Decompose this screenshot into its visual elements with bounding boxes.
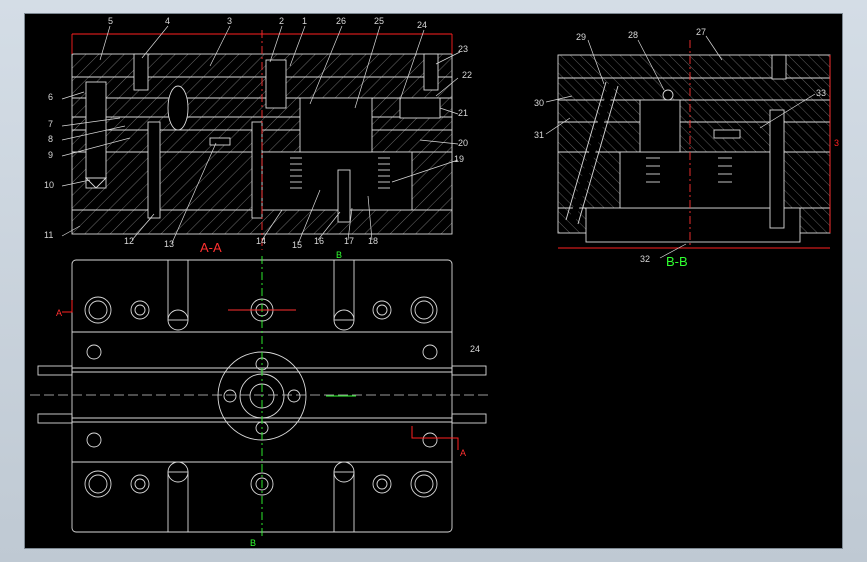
section-title-aa: A-A: [200, 240, 222, 255]
screw-head-right: [423, 53, 439, 91]
part-labels-aa: 6 7 8 9 10 11 5 4 3 2 1 26 25 24 23 22 2…: [44, 16, 472, 250]
bb-screw-head: [771, 54, 787, 80]
cut-label-a-right: A: [460, 448, 466, 458]
part-label: 19: [454, 154, 464, 164]
part-label: 23: [458, 44, 468, 54]
return-pin: [251, 121, 263, 219]
screw: [147, 121, 161, 219]
cam-part: [167, 85, 189, 131]
part-label: 3: [227, 16, 232, 26]
plan-side-label: 24: [470, 344, 480, 354]
part-label: 29: [576, 32, 586, 42]
slot: [167, 471, 189, 533]
bb-base-cavity: [585, 207, 801, 243]
ejector-pin: [337, 169, 351, 223]
section-aa-view: [71, 30, 453, 250]
section-bb-view: [557, 40, 831, 249]
part-label: 2: [279, 16, 284, 26]
slot: [333, 259, 355, 321]
part-label: 30: [534, 98, 544, 108]
part-label: 7: [48, 119, 53, 129]
dim-marker: 3: [834, 138, 839, 148]
cut-markers: [62, 300, 459, 450]
part-label: 6: [48, 92, 53, 102]
slot-cavity: [399, 97, 441, 119]
part-label: 31: [534, 130, 544, 140]
part-label: 10: [44, 180, 54, 190]
part-label: 28: [628, 30, 638, 40]
screw-head: [133, 53, 149, 91]
part-label: 12: [124, 236, 134, 246]
slot: [333, 471, 355, 533]
cut-label-b-top: B: [336, 250, 342, 260]
spring-left: [290, 157, 302, 189]
part-label: 11: [44, 230, 53, 240]
part-label: 25: [374, 16, 384, 26]
part-label: 15: [292, 240, 302, 250]
bb-ejector-cavity: [619, 151, 781, 209]
part-label: 14: [256, 236, 266, 246]
guide-pin: [85, 81, 107, 189]
part-label: 4: [165, 16, 170, 26]
part-label: 32: [640, 254, 650, 264]
part-label: 27: [696, 27, 706, 37]
part-label: 13: [164, 239, 174, 249]
part-label: 24: [417, 20, 427, 30]
leader-lines-aa: [61, 25, 461, 245]
leader-lines-bb: [545, 35, 816, 259]
slot: [167, 259, 189, 321]
part-label: 1: [302, 16, 307, 26]
part-label: 17: [344, 236, 354, 246]
part-label: 5: [108, 16, 113, 26]
key: [209, 137, 231, 146]
cut-label-a-left: A: [56, 308, 62, 318]
part-label: 21: [458, 108, 468, 118]
part-label: 18: [368, 236, 378, 246]
bb-key: [713, 129, 741, 139]
bb-springs: [646, 157, 732, 183]
part-label: 16: [314, 236, 324, 246]
cut-label-b-bottom: B: [250, 538, 256, 548]
cooling-fittings: [37, 365, 487, 424]
part-label: 9: [48, 150, 53, 160]
part-label: 22: [462, 70, 472, 80]
ejector-cavity: [261, 151, 413, 211]
part-label: 20: [458, 138, 468, 148]
section-title-bb: B-B: [666, 254, 688, 269]
part-label: 26: [336, 16, 346, 26]
part-label: 33: [816, 88, 826, 98]
spring-right: [378, 157, 390, 189]
part-label: 8: [48, 134, 53, 144]
bb-pin: [769, 109, 785, 229]
mold-cavity: [299, 97, 373, 153]
part-labels-bb: 29 28 27 30 31 33 32 3: [534, 27, 839, 264]
sprue-bushing: [265, 59, 287, 109]
plan-view: [30, 256, 490, 536]
bb-cavity: [639, 99, 681, 153]
